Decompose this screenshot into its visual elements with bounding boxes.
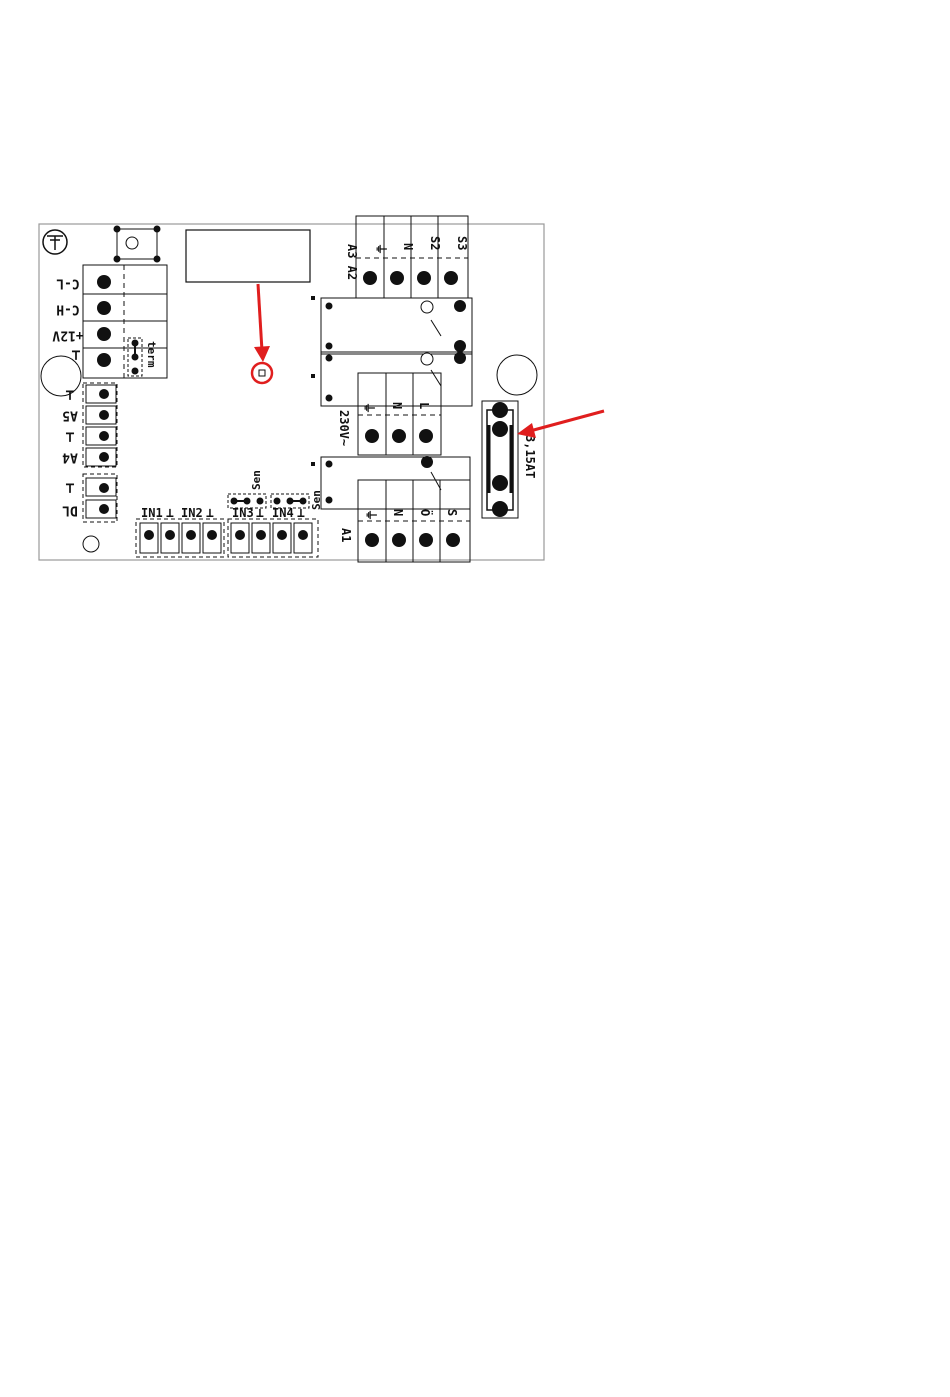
mounting-hole	[497, 355, 537, 395]
label-earth-top: ⏚	[374, 243, 388, 255]
label-in2: IN2	[181, 506, 203, 520]
terminal-pin	[97, 327, 111, 341]
terminal-pin	[97, 353, 111, 367]
board-svg: C-L C-H +12V ⊥ term ⊥ A5 ⊥ A4 ⊥ DL	[0, 0, 950, 620]
label-earth-mains: ⏚	[362, 402, 376, 414]
label-l-mains: L	[417, 402, 431, 409]
label-n-a1: N	[391, 509, 405, 516]
smd-component	[311, 462, 315, 466]
label-a3-a2: A3 A2	[345, 244, 359, 280]
label-n-mains: N	[390, 402, 404, 409]
label-a5: A5	[62, 408, 78, 423]
label-gnd-a4: ⊥	[65, 429, 74, 447]
terminal-pin	[97, 301, 111, 315]
label-12v: +12V	[52, 328, 83, 343]
label-s-a1: S	[445, 509, 459, 516]
label-gnd-in2: ⊥	[206, 506, 214, 521]
label-sen-1: Sen	[250, 470, 263, 490]
smd-component	[311, 374, 315, 378]
label-o-a1: Ö	[418, 509, 433, 516]
mounting-hole	[83, 536, 99, 552]
label-a4: A4	[62, 450, 78, 465]
label-term: term	[145, 341, 158, 368]
label-can-high: C-H	[56, 302, 79, 317]
label-gnd-a5: ⊥	[65, 387, 74, 405]
circuit-board-diagram: C-L C-H +12V ⊥ term ⊥ A5 ⊥ A4 ⊥ DL	[0, 0, 950, 620]
label-s2: S2	[428, 236, 442, 250]
label-230v: 230V~	[337, 410, 351, 446]
label-in1: IN1	[141, 506, 163, 520]
label-s3: S3	[455, 236, 469, 250]
label-earth-a1: ⏚	[364, 509, 378, 521]
label-dl: DL	[62, 503, 78, 518]
label-fuse-rating: 3,15AT	[523, 435, 537, 478]
smd-component	[311, 296, 315, 300]
label-gnd-in1: ⊥	[166, 506, 174, 521]
label-n-top: N	[401, 243, 415, 250]
label-a1: A1	[339, 528, 353, 542]
label-gnd-dl: ⊥	[65, 480, 74, 498]
label-can-low: C-L	[56, 276, 80, 291]
terminal-pin	[97, 275, 111, 289]
